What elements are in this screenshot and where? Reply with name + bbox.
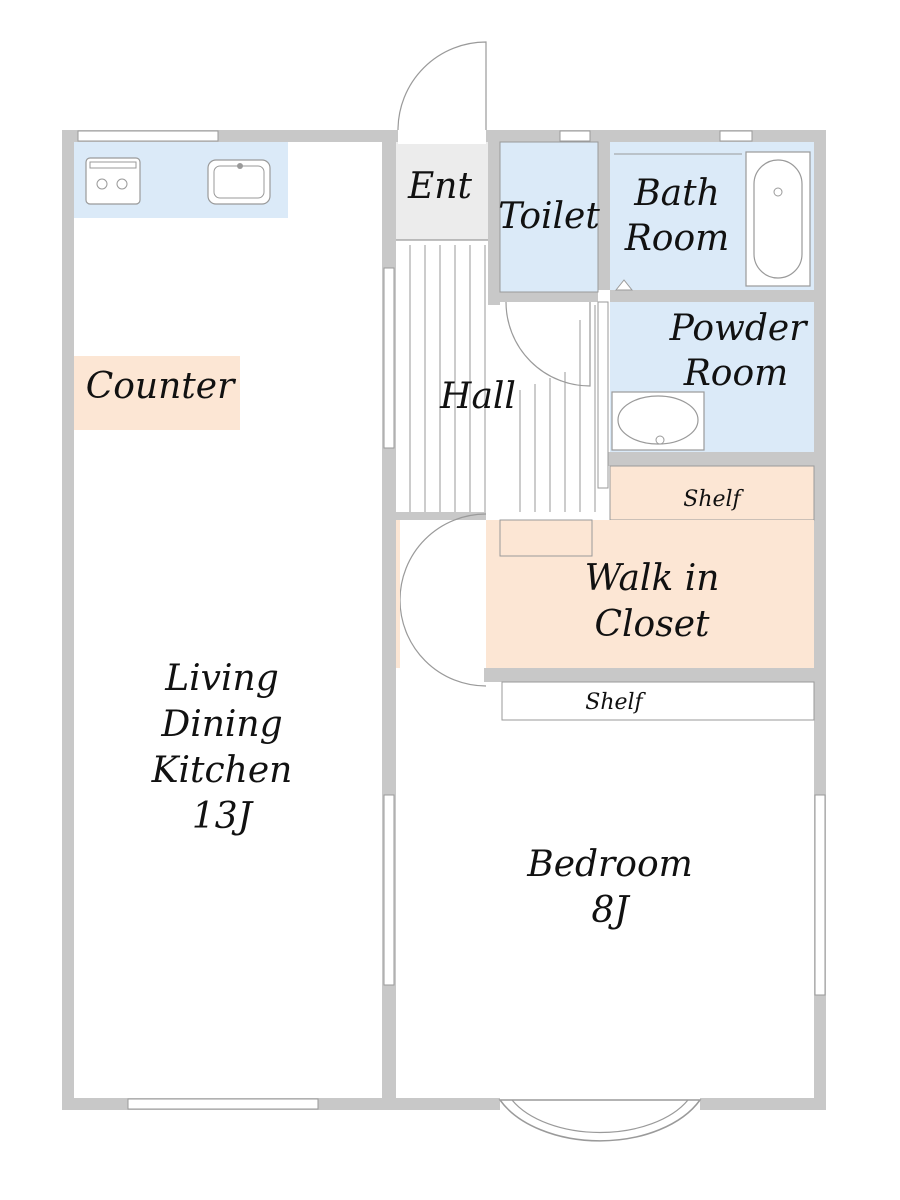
- closet-label-line2: Closet: [595, 604, 711, 645]
- closet-floor-left: [396, 520, 486, 668]
- ldk-label-line1: Living: [164, 658, 279, 699]
- stove-icon: [85, 157, 141, 205]
- bathtub-drain-icon: [773, 187, 783, 197]
- kitchen-top-window: [77, 130, 219, 142]
- bedroom-label: Bedroom: [526, 844, 693, 885]
- entrance-door-swing[interactable]: [397, 41, 487, 131]
- shelf-upper-label: Shelf: [683, 487, 744, 512]
- closet-side-rail: [396, 520, 400, 668]
- closet-label-line1: Walk in: [585, 558, 720, 599]
- shelf-lower: [501, 681, 815, 721]
- hall-sliding-panel: [597, 301, 609, 489]
- ldk-size: 13J: [192, 796, 255, 837]
- bay-window: [498, 1099, 702, 1142]
- shelf-upper: [609, 465, 815, 521]
- toilet-room: [499, 141, 599, 293]
- bath-label-line1: Bath: [633, 173, 720, 214]
- counter-area: [74, 356, 240, 430]
- counter-label: Counter: [86, 366, 236, 407]
- powder-label-line1: Powder: [669, 308, 809, 349]
- bath-door-arrow-icon: [614, 279, 634, 291]
- ldk-bottom-window: [127, 1098, 319, 1110]
- hall-floor-lines: [409, 245, 596, 512]
- sink-icon: [207, 159, 271, 205]
- bedroom-size: 8J: [591, 890, 631, 931]
- entrance-floor: [396, 142, 488, 240]
- closet-double-door-swing[interactable]: [399, 513, 487, 687]
- toilet-label: Toilet: [498, 196, 600, 237]
- entrance-door-gap: [398, 128, 486, 144]
- ldk-label-line3: Kitchen: [151, 750, 293, 791]
- bath-window: [719, 130, 753, 142]
- closet-floor: [469, 520, 814, 668]
- closet-shelf-box: [499, 519, 593, 557]
- hall-label: Hall: [439, 376, 516, 417]
- powder-label-line2: Room: [683, 353, 789, 394]
- toilet-window: [559, 130, 591, 142]
- toilet-door-swing[interactable]: [505, 301, 591, 387]
- washbasin-tap-icon: [655, 435, 665, 445]
- bath-label-line2: Room: [624, 218, 730, 259]
- bathtub-icon: [753, 159, 803, 279]
- bedroom-right-window: [814, 794, 826, 996]
- entrance-label: Ent: [407, 166, 472, 207]
- ldk-label-line2: Dining: [160, 704, 282, 745]
- shelf-lower-label: Shelf: [585, 690, 646, 715]
- hall-side-window: [383, 267, 395, 449]
- bedroom-left-window: [383, 794, 395, 986]
